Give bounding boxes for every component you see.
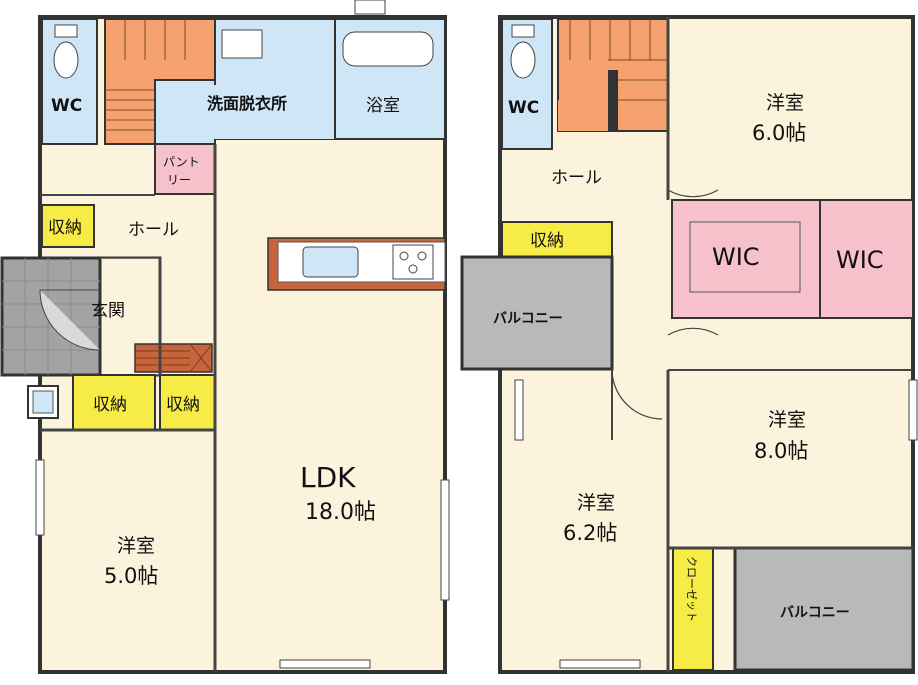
floor1-storage-a-label: 収納 — [93, 395, 127, 415]
floor2-storage-label: 収納 — [530, 231, 564, 251]
floor2-balcony-south-label: バルコニー — [780, 605, 850, 621]
floor2-wic-2-label: WIC — [836, 246, 884, 274]
floor1-wc-label: WC — [51, 96, 82, 116]
floor1-pantry-label-1: パント — [163, 155, 200, 169]
floor2-western-s-name: 洋室 — [577, 492, 615, 514]
entrance-door-arc — [39, 289, 101, 351]
sink — [302, 246, 359, 278]
floor2-balcony-west — [460, 255, 614, 371]
stove — [392, 244, 434, 280]
floor2-western-e-name: 洋室 — [768, 409, 806, 431]
floor2-closet — [672, 547, 714, 671]
floor2-western-ne-size: 6.0帖 — [752, 121, 806, 145]
stair-treads — [105, 19, 186, 131]
floor2-hall-label: ホール — [551, 168, 602, 188]
floor1-entrance-label: 玄関 — [91, 301, 125, 321]
floor2-wc-label: WC — [508, 98, 539, 118]
floor1-hall-storage-label: 収納 — [48, 218, 82, 238]
floor2-western-s-size: 6.2帖 — [563, 521, 617, 545]
floor1-pantry-label-2: リー — [167, 173, 191, 187]
floor2-western-ne-name: 洋室 — [766, 92, 804, 114]
toilet-tank — [54, 24, 78, 38]
bathtub — [342, 31, 434, 67]
floor1-western-size: 5.0帖 — [104, 564, 158, 588]
floor1-bath-label: 浴室 — [366, 96, 400, 116]
vent-box — [354, 0, 386, 15]
floor-2 — [460, 15, 918, 674]
floor1-storage-a — [72, 374, 156, 431]
floor1-interior-walls — [40, 144, 217, 672]
floor1-washroom-label: 洗面脱衣所 — [207, 94, 287, 113]
floor2-wic-2 — [819, 199, 914, 319]
floor2-western-e-size: 8.0帖 — [754, 439, 808, 463]
floor-1 — [0, 0, 450, 674]
vanity — [221, 29, 263, 59]
floor2-wc — [501, 18, 553, 150]
floor1-wc — [41, 18, 98, 145]
floor1-ldk-name: LDK — [300, 461, 356, 494]
floor1-ldk-size: 18.0帖 — [305, 500, 376, 525]
floor2-balcony-south — [733, 546, 915, 672]
floor1-storage-b-label: 収納 — [166, 395, 200, 415]
floor2-closet-label: クローゼット — [685, 556, 698, 622]
floor1-hall-storage — [41, 204, 95, 248]
toilet-bowl — [53, 41, 79, 79]
floor2-wic-1-label: WIC — [712, 243, 760, 271]
floor1-western-name: 洋室 — [117, 535, 155, 557]
floor2-balcony-west-label: バルコニー — [493, 311, 563, 327]
floor2-interior-walls — [611, 17, 913, 672]
floor1-hall-label: ホール — [128, 220, 179, 240]
